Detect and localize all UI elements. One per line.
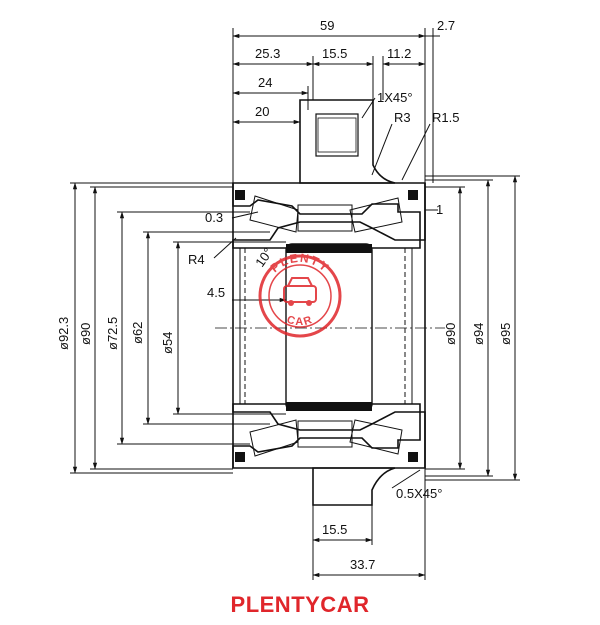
diameter-95: ø95 (498, 323, 513, 345)
radius-r3-label: R3 (394, 110, 411, 125)
dim-right-gap: 11.2 (387, 46, 411, 61)
diameter-725: ø72.5 (105, 317, 120, 350)
dim-45: 4.5 (207, 285, 225, 300)
dimension-labels: 59 2.7 25.3 15.5 11.2 24 20 1X45° R3 R1.… (56, 18, 513, 572)
housing-bottom (232, 411, 426, 469)
dim-flange-width-top: 15.5 (322, 46, 347, 61)
diameter-54: ø54 (160, 332, 175, 354)
dim-overall-width: 59 (320, 18, 334, 33)
dim-flange-width-bottom: 15.5 (322, 522, 347, 537)
roller-bottom-right (349, 419, 403, 455)
diameter-90-left: ø90 (78, 323, 93, 345)
car-icon (283, 277, 317, 306)
diameter-94: ø94 (471, 323, 486, 345)
flange-bottom (312, 467, 396, 506)
brand-footer: PLENTYCAR (230, 592, 370, 617)
dimension-lines (70, 28, 520, 580)
dim-1: 1 (436, 202, 443, 217)
bearing-technical-drawing: 59 2.7 25.3 15.5 11.2 24 20 1X45° R3 R1.… (56, 18, 520, 580)
dim-20: 20 (255, 104, 269, 119)
dim-flange-left: 25.3 (255, 46, 280, 61)
flange-top (299, 99, 396, 184)
roller-bottom-left (249, 419, 299, 457)
roller-top-left (249, 195, 299, 233)
flange-hole-top (315, 113, 359, 157)
dim-24: 24 (258, 75, 272, 90)
dim-03: 0.3 (205, 210, 223, 225)
roller-top-right (349, 197, 403, 233)
svg-text:CAR: CAR (285, 314, 314, 329)
dim-right-offset: 2.7 (437, 18, 455, 33)
chamfer-bottom-label: 0.5X45° (396, 486, 442, 501)
radius-r15-label: R1.5 (432, 110, 459, 125)
radius-r4-label: R4 (188, 252, 205, 267)
diameter-923: ø92.3 (56, 317, 71, 350)
dim-337: 33.7 (350, 557, 375, 572)
watermark-bottom-text: CAR (285, 314, 313, 329)
chamfer-top-label: 1X45° (377, 90, 413, 105)
diameter-90-right: ø90 (443, 323, 458, 345)
diameter-62: ø62 (130, 322, 145, 344)
